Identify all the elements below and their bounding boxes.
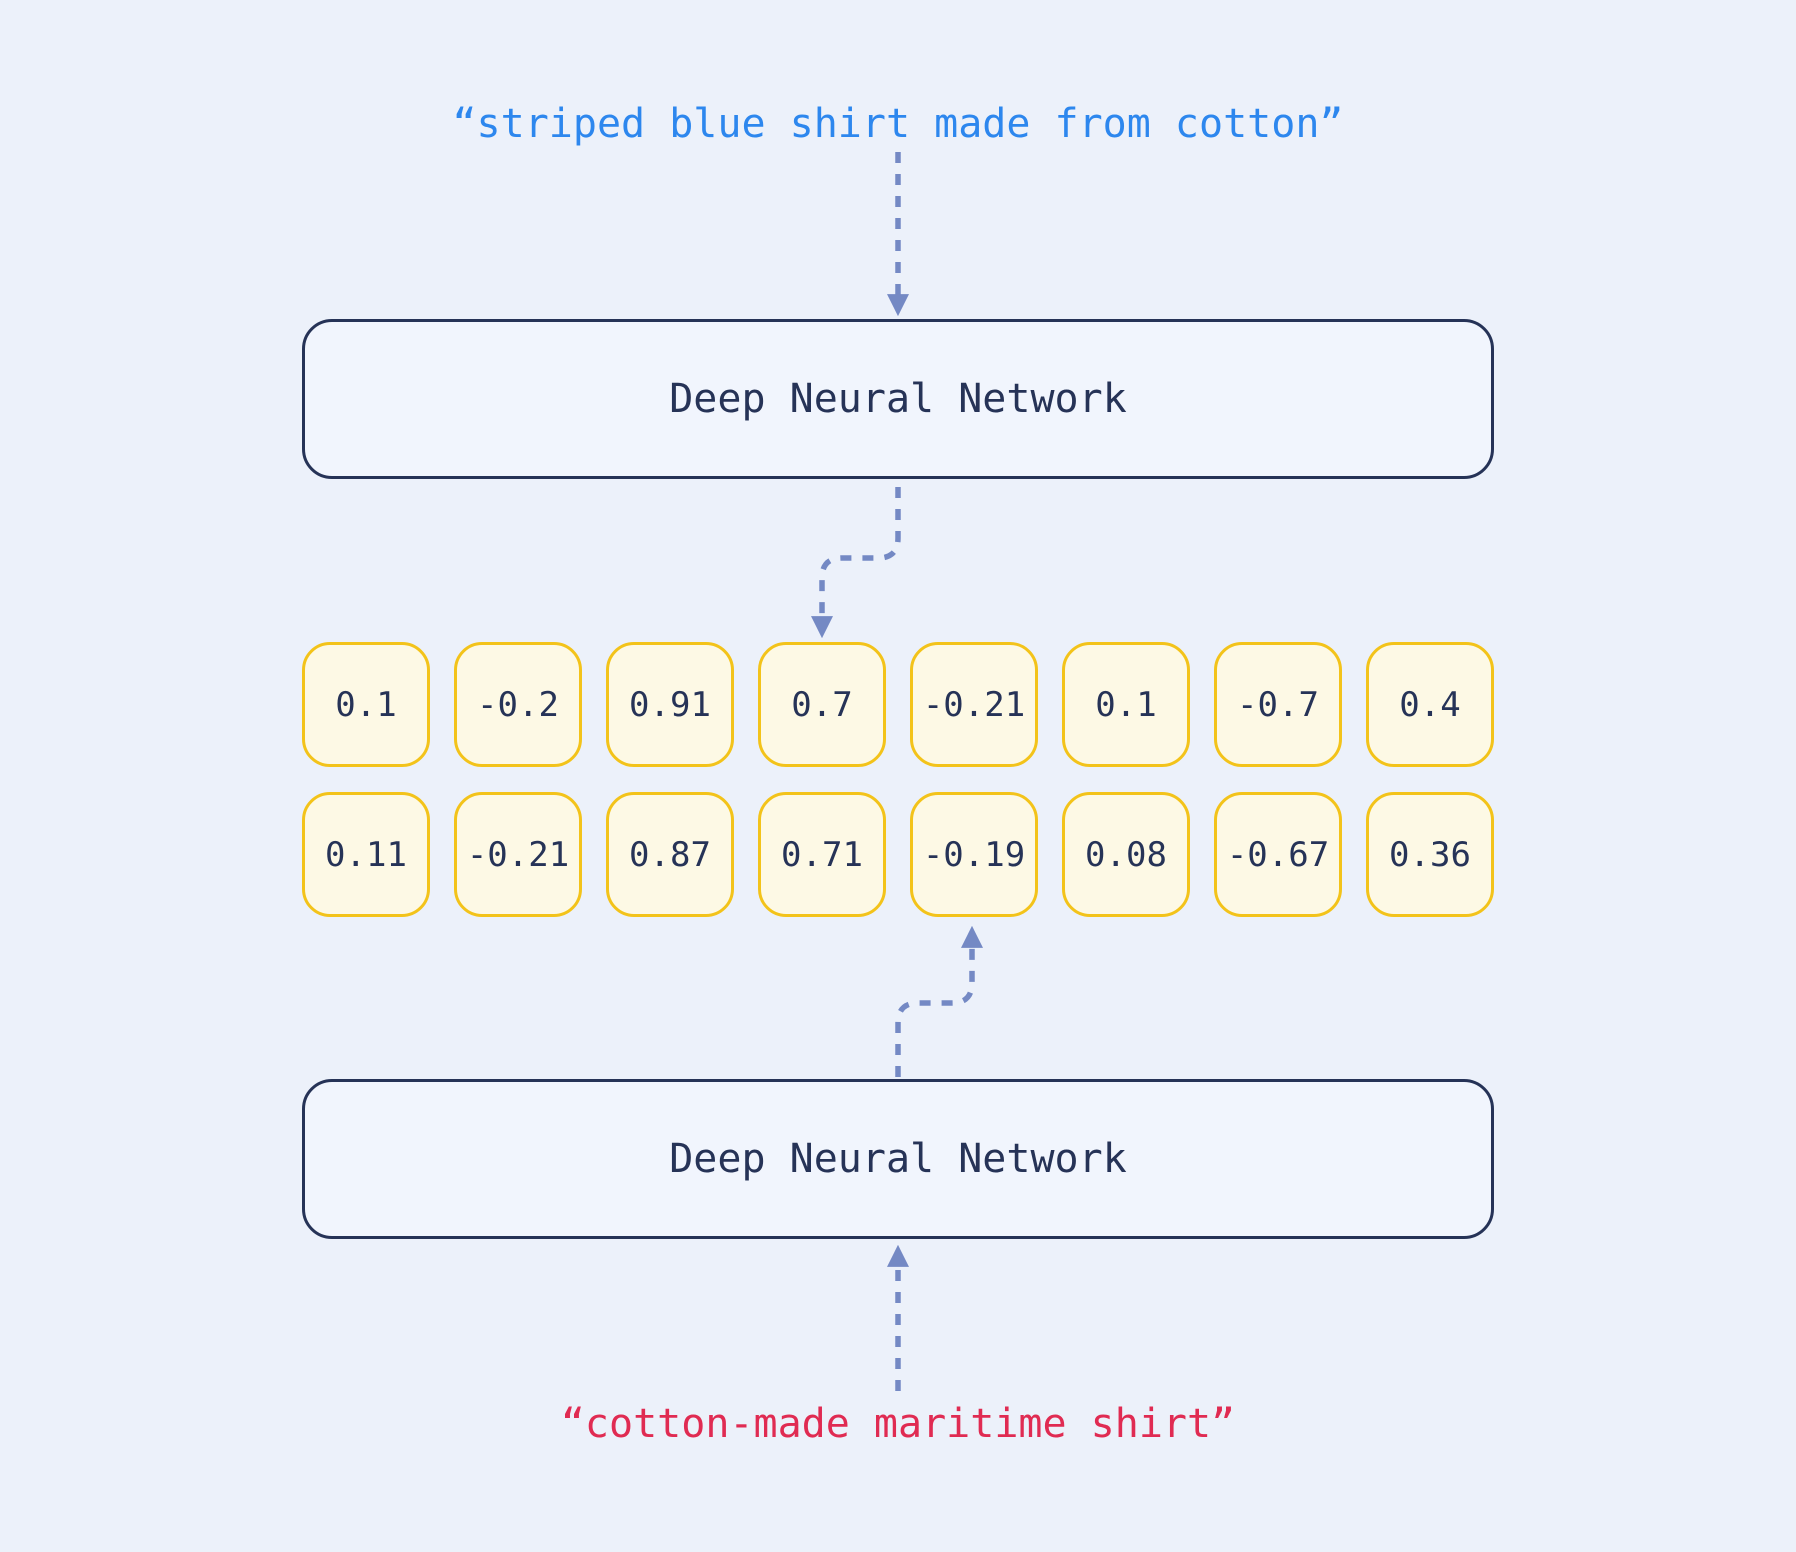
embedding-cell: 0.87: [606, 792, 734, 917]
embedding-cell: -0.19: [910, 792, 1038, 917]
embedding-cell: -0.21: [454, 792, 582, 917]
embedding-cell: 0.11: [302, 792, 430, 917]
embedding-cell: 0.1: [302, 642, 430, 767]
embedding-cell: 0.91: [606, 642, 734, 767]
embedding-cell: 0.1: [1062, 642, 1190, 767]
embedding-cell: -0.7: [1214, 642, 1342, 767]
embedding-cell: 0.36: [1366, 792, 1494, 917]
query-text: “striped blue shirt made from cotton”: [452, 101, 1344, 147]
embedding-cell: -0.2: [454, 642, 582, 767]
embedding-row-query: 0.1 -0.2 0.91 0.7 -0.21 0.1 -0.7 0.4: [302, 642, 1494, 767]
embedding-cell: 0.08: [1062, 792, 1190, 917]
network-label-top: Deep Neural Network: [669, 376, 1127, 422]
network-box-top: Deep Neural Network: [302, 319, 1494, 479]
embedding-cell: 0.7: [758, 642, 886, 767]
embedding-cell: 0.4: [1366, 642, 1494, 767]
network-box-bottom: Deep Neural Network: [302, 1079, 1494, 1239]
embedding-cell: -0.21: [910, 642, 1038, 767]
embedding-row-document: 0.11 -0.21 0.87 0.71 -0.19 0.08 -0.67 0.…: [302, 792, 1494, 917]
embedding-cell: 0.71: [758, 792, 886, 917]
document-text: “cotton-made maritime shirt”: [560, 1401, 1236, 1447]
arrow-network-bottom-to-document-embedding: [895, 925, 983, 1077]
network-label-bottom: Deep Neural Network: [669, 1136, 1127, 1182]
arrow-network-top-to-query-embedding: [811, 487, 901, 639]
embedding-cell: -0.67: [1214, 792, 1342, 917]
